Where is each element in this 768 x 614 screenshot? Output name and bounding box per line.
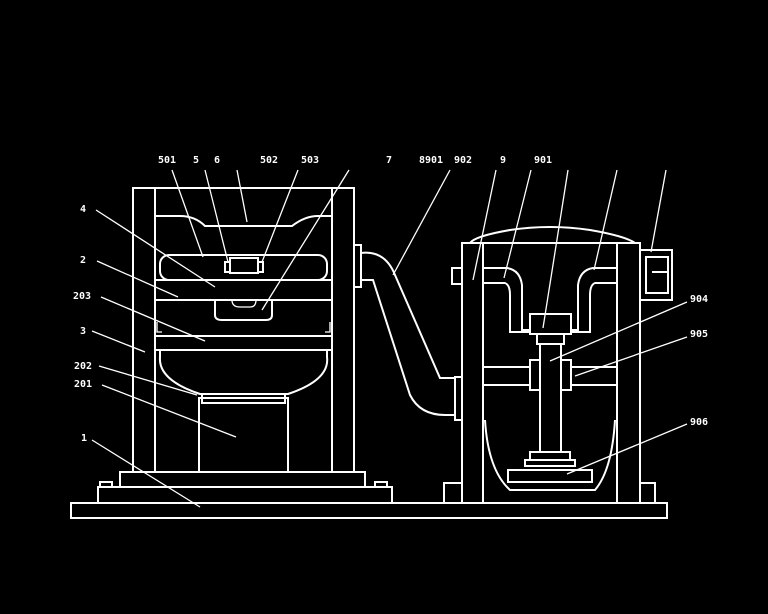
left-base [97, 471, 393, 504]
label-4: 4 [80, 204, 87, 215]
left-frame [132, 187, 355, 473]
label-501: 501 [158, 155, 177, 166]
shaft [483, 333, 617, 453]
label-202: 202 [74, 361, 93, 372]
label-902: 902 [454, 155, 473, 166]
tank-bottom [484, 419, 616, 491]
label-502: 502 [260, 155, 279, 166]
label-7: 7 [386, 155, 393, 166]
bowl-202 [158, 350, 329, 395]
disk-906 [507, 451, 593, 483]
label-1: 1 [81, 433, 88, 444]
plate-2 [154, 279, 333, 301]
label-201: 201 [74, 379, 93, 390]
label-901: 901 [534, 155, 553, 166]
block-201 [198, 397, 289, 473]
motor-box [639, 249, 673, 301]
label-904: 904 [690, 294, 709, 305]
base-plate [70, 502, 668, 519]
leader-lines [91, 169, 688, 508]
block-5 [229, 257, 259, 274]
label-8901: 8901 [419, 155, 444, 166]
cup-503 [214, 300, 273, 321]
label-5: 5 [193, 155, 200, 166]
top-arch [155, 215, 332, 227]
label-203: 203 [73, 291, 92, 302]
label-503: 503 [301, 155, 320, 166]
label-3: 3 [80, 326, 87, 337]
plate-203 [154, 335, 333, 351]
pipe-7 [353, 244, 463, 421]
right-frame [443, 226, 656, 504]
label-905: 905 [690, 329, 709, 340]
label-906: 906 [690, 417, 709, 428]
label-2: 2 [80, 255, 87, 266]
label-9: 9 [500, 155, 507, 166]
arms [483, 267, 617, 335]
label-6: 6 [214, 155, 221, 166]
